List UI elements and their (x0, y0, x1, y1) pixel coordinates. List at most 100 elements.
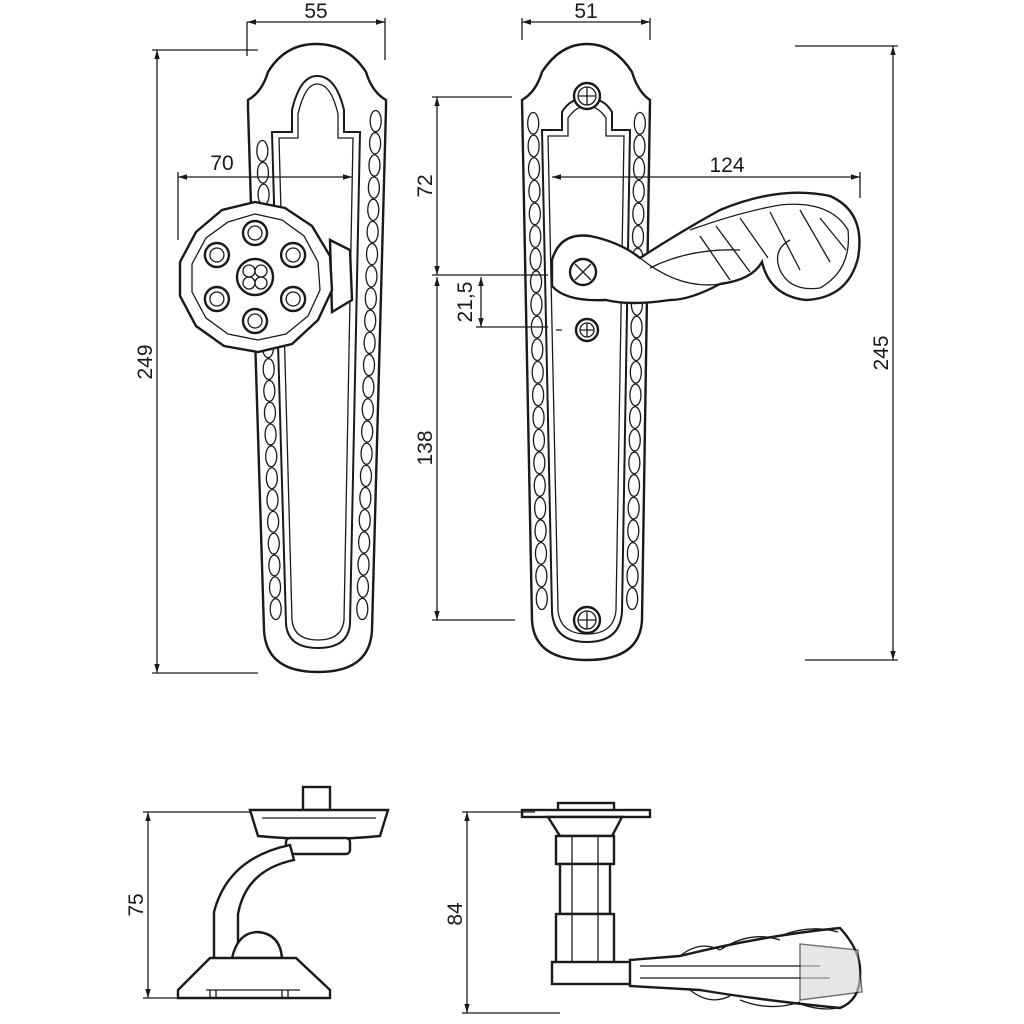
knob-backplate (246, 42, 388, 674)
scallop (527, 134, 540, 158)
scallop (365, 242, 379, 266)
scallop (367, 198, 380, 222)
knob-boss (279, 285, 307, 313)
scallop (628, 406, 642, 430)
scallop (365, 265, 378, 288)
screw-top-icon (572, 81, 602, 111)
knob-boss (285, 291, 301, 307)
scallop (535, 564, 548, 588)
scallop (532, 428, 546, 452)
lever-backplate (520, 42, 652, 662)
scallop (531, 383, 545, 407)
scallop (368, 132, 382, 155)
scallop (266, 488, 279, 512)
scallop (633, 111, 646, 135)
scallop (359, 464, 373, 488)
scallop (364, 287, 377, 310)
scallop (262, 358, 275, 381)
scallop (263, 401, 277, 424)
scallop (630, 338, 643, 362)
scallop (630, 315, 643, 339)
scallop (529, 270, 543, 294)
scallop (533, 451, 546, 475)
scallop (369, 109, 382, 133)
lever-handle (550, 191, 861, 305)
knob-boss (279, 241, 307, 269)
dim-72: 72 (414, 174, 437, 197)
scallop (269, 598, 282, 621)
dim-75: 75 (125, 893, 148, 916)
scallop (266, 510, 280, 533)
scallop (631, 225, 645, 248)
scallop (267, 532, 280, 555)
scallop (531, 360, 544, 384)
knob-boss (203, 241, 231, 269)
scallop (532, 406, 545, 430)
scallop (357, 553, 370, 576)
knob-boss (247, 313, 263, 329)
scallop (534, 519, 547, 543)
scallop (364, 309, 377, 332)
scallop (628, 428, 641, 452)
scallop (633, 134, 646, 158)
dim-84: 84 (444, 902, 467, 926)
knob-boss (209, 291, 225, 307)
keyhole-screw-icon (556, 317, 600, 343)
scallop (531, 338, 544, 362)
screw-bottom-icon (572, 605, 602, 635)
scallop (256, 139, 269, 162)
scallop (528, 179, 541, 203)
scallop (626, 541, 640, 565)
scallop (366, 220, 379, 244)
scallop (356, 575, 370, 598)
scallop (528, 202, 541, 226)
dim-55: 55 (304, 0, 327, 23)
scallop (626, 564, 639, 588)
knob-boss (241, 219, 269, 247)
scallop (632, 202, 645, 226)
scallop (629, 383, 642, 407)
knob-rosette (178, 200, 354, 354)
dim-249: 249 (134, 344, 157, 379)
scallop (359, 486, 372, 510)
scallop (268, 576, 282, 599)
scallop (268, 554, 281, 577)
scallop (263, 379, 276, 402)
dim-21-5: 21,5 (454, 282, 477, 323)
scallop (527, 157, 541, 181)
knob-boss (209, 247, 225, 263)
dim-70: 70 (210, 152, 233, 175)
scallop (533, 474, 546, 497)
scallop (627, 474, 641, 497)
scallop (534, 541, 548, 565)
scallop (535, 587, 548, 611)
scallop (627, 496, 640, 520)
dim-138: 138 (414, 430, 437, 465)
scallop (361, 398, 374, 421)
knob-boss (285, 247, 301, 263)
dim-245: 245 (870, 335, 893, 370)
scallop (264, 423, 277, 446)
scallop (358, 508, 371, 532)
scallop (629, 360, 642, 384)
lever-side-view (520, 801, 863, 1010)
scallop (362, 375, 375, 399)
dimension-lines: 55 51 70 124 249 72 21,5 138 245 (125, 0, 898, 1014)
scallop (529, 225, 542, 248)
scallop (627, 519, 640, 543)
scallop (367, 176, 381, 199)
scallop (360, 442, 373, 465)
dim-51: 51 (574, 0, 597, 23)
scallop (357, 531, 371, 554)
scallop (628, 451, 641, 475)
scallop (368, 154, 381, 177)
scallop (527, 111, 540, 135)
scallop (265, 467, 279, 490)
scallop (362, 353, 376, 377)
scallop (529, 247, 542, 271)
scallop (626, 587, 639, 611)
knob-side-view (176, 785, 390, 1000)
scallop (632, 179, 645, 203)
dim-124: 124 (709, 154, 744, 177)
